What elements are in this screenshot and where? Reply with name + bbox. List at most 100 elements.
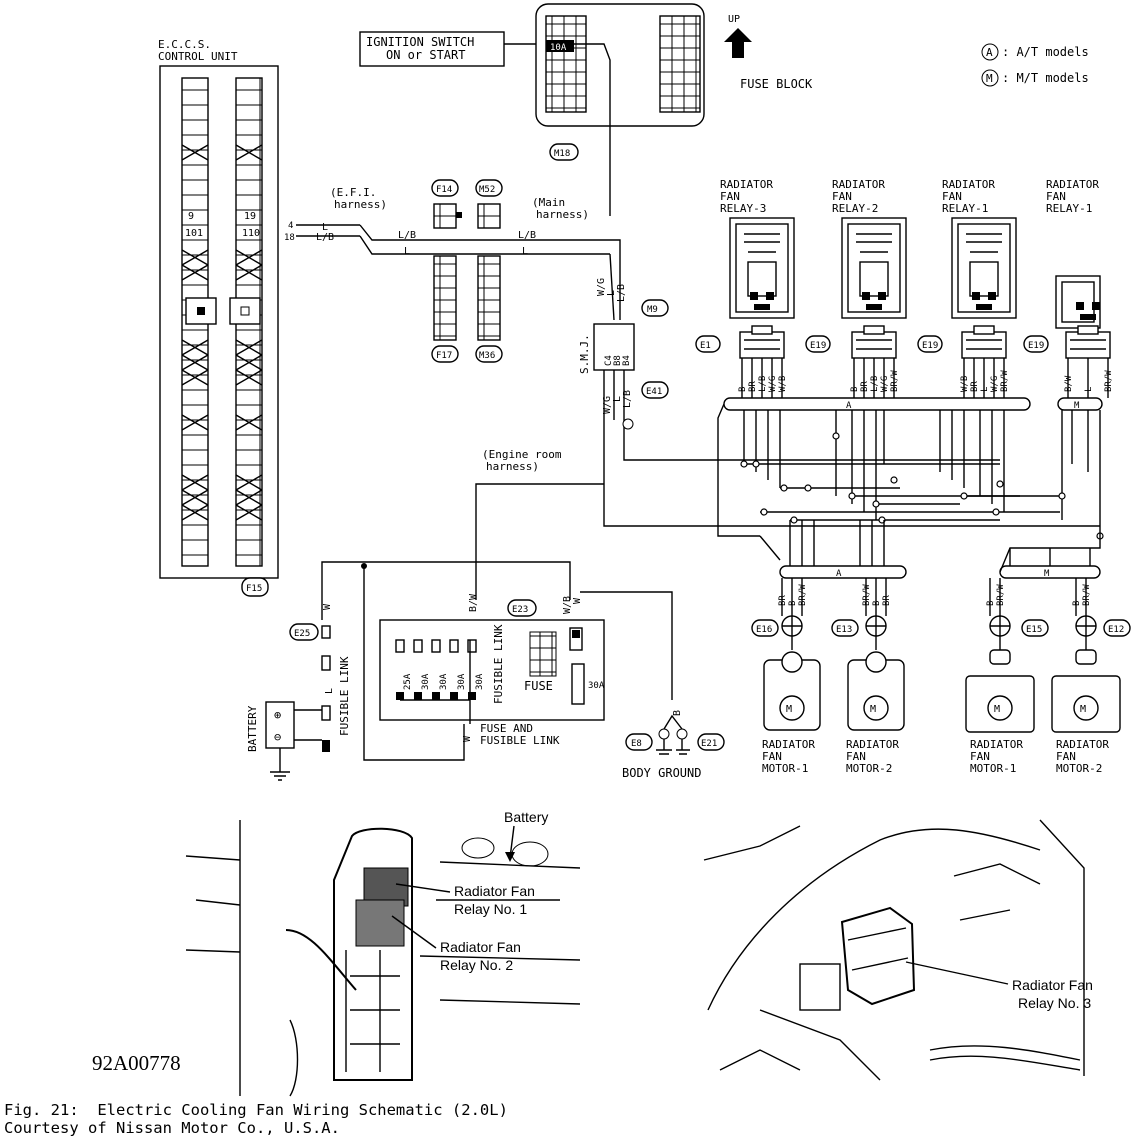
motor-wire-label: B [986, 601, 996, 606]
harness-buses: A M A M [717, 397, 1104, 579]
legend-a-text: : A/T models [1002, 45, 1089, 59]
relay-label-2: FAN [1046, 190, 1066, 203]
wire-w-top: W [322, 603, 333, 610]
relay-connector-id: E19 [810, 341, 826, 351]
relay-connector [739, 331, 785, 359]
bus-m-top: M [1074, 401, 1080, 411]
ignition-label-1: IGNITION SWITCH [366, 35, 474, 49]
main-wire-lb: L/B [518, 230, 536, 241]
smj-wire-lb-bot: L/B [622, 390, 633, 408]
ecu-connector: F15 [246, 584, 262, 594]
ecu-pin-110: 110 [242, 228, 260, 239]
body-ground-label: BODY GROUND [622, 766, 701, 780]
ecu-blank-cell-mark [181, 369, 209, 386]
motor-wire-label: BR/W [862, 584, 872, 606]
motor-connector-id: E16 [756, 625, 772, 635]
ecu-blank-cell-mark [235, 474, 263, 491]
ecu-pin-19: 19 [244, 211, 256, 222]
ecu-blank-cell-mark [181, 489, 209, 506]
relay-wire-label: L [1084, 387, 1094, 392]
connector-m52: M52 [479, 185, 495, 195]
ecu-pin-101: 101 [185, 228, 203, 239]
wire-4-label: 4 [288, 221, 293, 231]
relay-label-1: RADIATOR [832, 178, 885, 191]
ecu-blank-cell-mark [181, 249, 209, 266]
fuse-cell [431, 639, 441, 653]
relay-connector-id: E19 [922, 341, 938, 351]
motor-label-3: MOTOR-2 [846, 762, 892, 775]
relay-wire-label: W/B [778, 376, 788, 392]
relay3-callout-2: Relay No. 3 [1018, 995, 1091, 1011]
fuse-box-fusible-link: FUSIBLE LINK [492, 624, 505, 704]
motor-label-3: MOTOR-1 [762, 762, 808, 775]
relay1-callout-1: Radiator Fan [454, 883, 535, 899]
smj-wire-lb-top: L/B [616, 284, 627, 302]
fuse-block-label: FUSE BLOCK [740, 77, 813, 91]
relay-wire-label: W/G [990, 376, 1000, 392]
fuse-10a: 10A [550, 43, 567, 53]
motor-wire-label: B [872, 601, 882, 606]
wire-bw: B/W [468, 593, 479, 612]
relay-label-3: RELAY-3 [720, 202, 766, 215]
engine-harness-2: harness) [486, 460, 539, 473]
motor-connector-id: E13 [836, 625, 852, 635]
wire-wb: W/B [562, 596, 573, 614]
relay-wire-label: B/W [1064, 375, 1074, 392]
battery-callout: Battery [504, 809, 548, 825]
fuse-cell [467, 639, 477, 653]
fuse-block: 10A M18 FUSE BLOCK UP [535, 3, 813, 216]
efi-wire-l: L [404, 246, 410, 257]
relay-wire-label: L [980, 387, 990, 392]
fuse-box-30a: 30A [588, 681, 605, 691]
connector-m9: M9 [647, 305, 658, 315]
smj-pin-b4: B4 [622, 355, 632, 366]
ecu-empty-cells [181, 144, 263, 521]
ecu-blank-cell-mark [181, 474, 209, 491]
motor-wire-label: BR/W [1082, 584, 1092, 606]
motor-wire-label: BR [778, 595, 788, 606]
connector-e41: E41 [646, 387, 662, 397]
motor-label-1: RADIATOR [762, 738, 815, 751]
relay-label-2: FAN [720, 190, 740, 203]
fuse-block-connector: M18 [554, 149, 570, 159]
motor-m-icon: M [786, 704, 792, 715]
relay-connector [1065, 331, 1111, 359]
ecu-blank-cell-mark [235, 144, 263, 161]
ecu-subtitle: CONTROL UNIT [158, 50, 238, 63]
fuse-link-title-2: FUSIBLE LINK [480, 734, 560, 747]
smj-pin-b8: B8 [613, 355, 623, 366]
relay-wire-label: B [738, 387, 748, 392]
ecu-wire-l: L [322, 222, 328, 233]
motor-wire-label: BR/W [798, 584, 808, 606]
up-arrow-icon [724, 28, 752, 58]
motor-connector-id: E15 [1026, 625, 1042, 635]
legend: A : A/T models M : M/T models [981, 43, 1089, 87]
ecu-blank-cell-mark [181, 144, 209, 161]
motor-m-icon: M [994, 704, 1000, 715]
fuse-wire-w: W [462, 735, 473, 742]
ecu-blank-cell-mark [235, 264, 263, 281]
ecu-control-unit: E.C.C.S. CONTROL UNIT 9 101 19 110 F15 [158, 38, 279, 597]
relay-wire-label: BR/W [890, 370, 900, 392]
ecu-blank-cell-mark [235, 369, 263, 386]
legend-m-symbol: M [986, 72, 993, 85]
bus-a-bottom: A [836, 569, 842, 579]
motor-wire-label: BR/W [996, 584, 1006, 606]
battery-plus-icon: ⊕ [274, 708, 281, 722]
ecu-pin-9: 9 [188, 211, 194, 222]
efi-harness-1: (E.F.I. [330, 186, 376, 199]
photo-id: 92A00778 [92, 1051, 181, 1075]
relay-label-1: RADIATOR [942, 178, 995, 191]
relay-wire-label: W/G [768, 376, 778, 392]
main-harness-2: harness) [536, 208, 589, 221]
ecu-blank-cell-mark [181, 504, 209, 521]
motor-label-1: RADIATOR [846, 738, 899, 751]
fuse-link-title-1: FUSE AND [480, 722, 533, 735]
ecu-blank-cell-mark [235, 339, 263, 356]
battery-label: BATTERY [246, 705, 259, 752]
